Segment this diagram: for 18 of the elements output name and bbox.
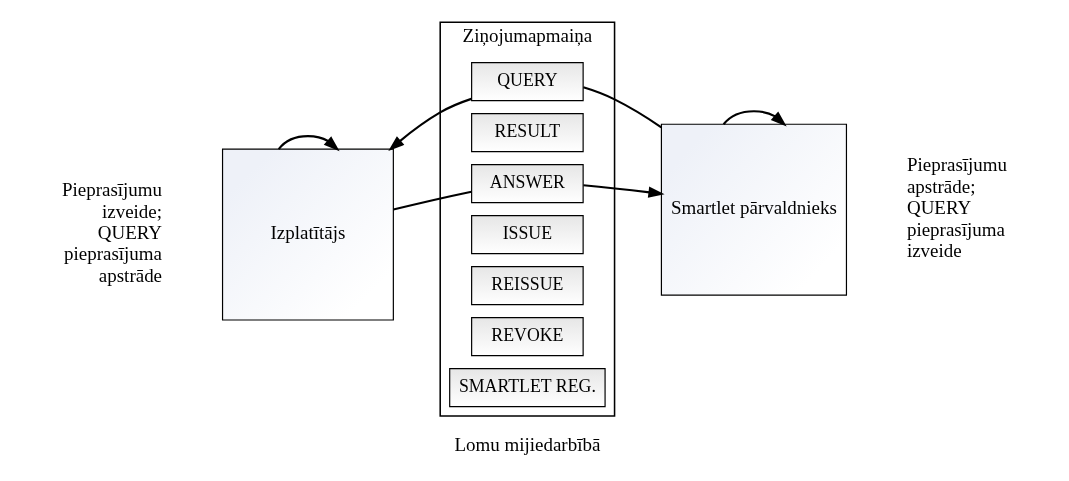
arrow (722, 110, 787, 127)
arrow (583, 184, 665, 198)
node-box: Smartlet pārvaldnieks (660, 123, 848, 296)
node-box: QUERY (471, 62, 584, 102)
connector (393, 190, 472, 211)
node-label: Pieprasījumu apstrāde; QUERY pieprasījuma izveide (906, 154, 1008, 261)
node-box: SMARTLET REG. (449, 368, 606, 408)
node-box: REISSUE (471, 266, 584, 306)
node-label: Pieprasījumu izveide; QUERY pieprasījuma apstrāde (61, 179, 163, 286)
arrow (277, 135, 340, 152)
node-box: ISSUE (471, 215, 584, 255)
node-label: Lomu mijiedarbībā (454, 434, 601, 456)
connector (583, 86, 662, 129)
arrow (388, 97, 472, 152)
node-box: RESULT (471, 113, 584, 153)
node-box: Izplatītājs (221, 148, 394, 321)
node-box: ANSWER (471, 164, 584, 204)
node-box: REVOKE (471, 317, 584, 357)
